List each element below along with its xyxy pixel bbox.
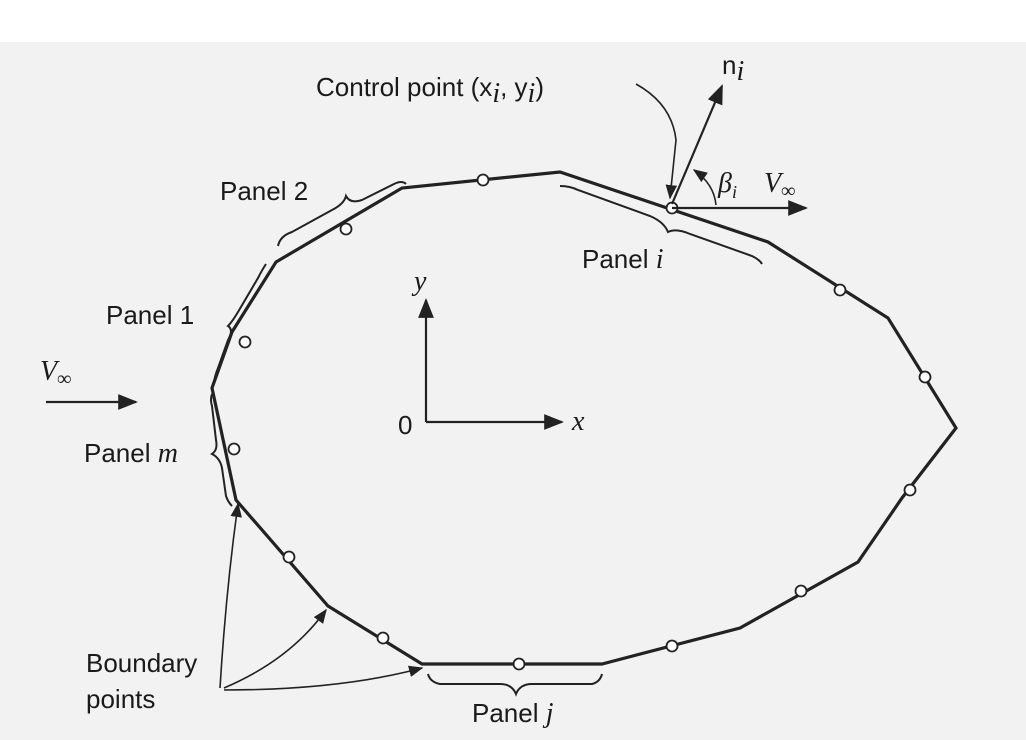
control-point-leader (635, 83, 678, 200)
panel-2-brace (277, 181, 407, 247)
origin-label: 0 (398, 410, 412, 440)
control-point-panel-m (227, 442, 241, 456)
panel-m-brace (210, 393, 233, 507)
panel-j-label: Panel j (472, 698, 554, 729)
control-points (227, 173, 932, 671)
control-point (476, 173, 490, 187)
control-point-label: Control point (xi, yi) (316, 72, 544, 109)
control-point (376, 631, 390, 645)
panel-1-brace (213, 263, 267, 385)
control-point (833, 283, 847, 297)
freestream-label-left: V∞ (40, 356, 71, 390)
control-point (794, 584, 808, 598)
boundary-points-label-line-1: Boundary (86, 648, 197, 678)
control-point (282, 550, 296, 564)
control-point-panel-1 (238, 335, 252, 349)
body-outline (210, 170, 958, 666)
boundary-points-label-line-2: points (86, 684, 155, 714)
panel-m-label: Panel m (84, 438, 178, 469)
paper-background (0, 42, 1026, 740)
normal-label: ni (722, 50, 744, 87)
panel-i-label: Panel i (582, 244, 664, 275)
panel-j-brace (427, 673, 603, 697)
beta-angle-arc (692, 169, 717, 206)
boundary-leader-1 (219, 502, 242, 689)
control-point (903, 483, 917, 497)
control-point (918, 370, 932, 384)
panel-2-label: Panel 2 (220, 176, 308, 206)
panel-i-brace (559, 185, 763, 265)
panel-1-label: Panel 1 (106, 300, 194, 330)
y-axis-label: y (411, 266, 427, 297)
beta-label: βi (717, 168, 737, 202)
control-point-panel-j (512, 657, 526, 671)
normal-vector-arrow (670, 84, 724, 205)
boundary-leader-3 (223, 665, 424, 691)
freestream-label-right: V∞ (764, 168, 795, 202)
control-point (665, 639, 679, 653)
control-point (339, 222, 353, 236)
x-axis-label: x (571, 406, 585, 437)
boundary-leader-2 (223, 608, 327, 689)
